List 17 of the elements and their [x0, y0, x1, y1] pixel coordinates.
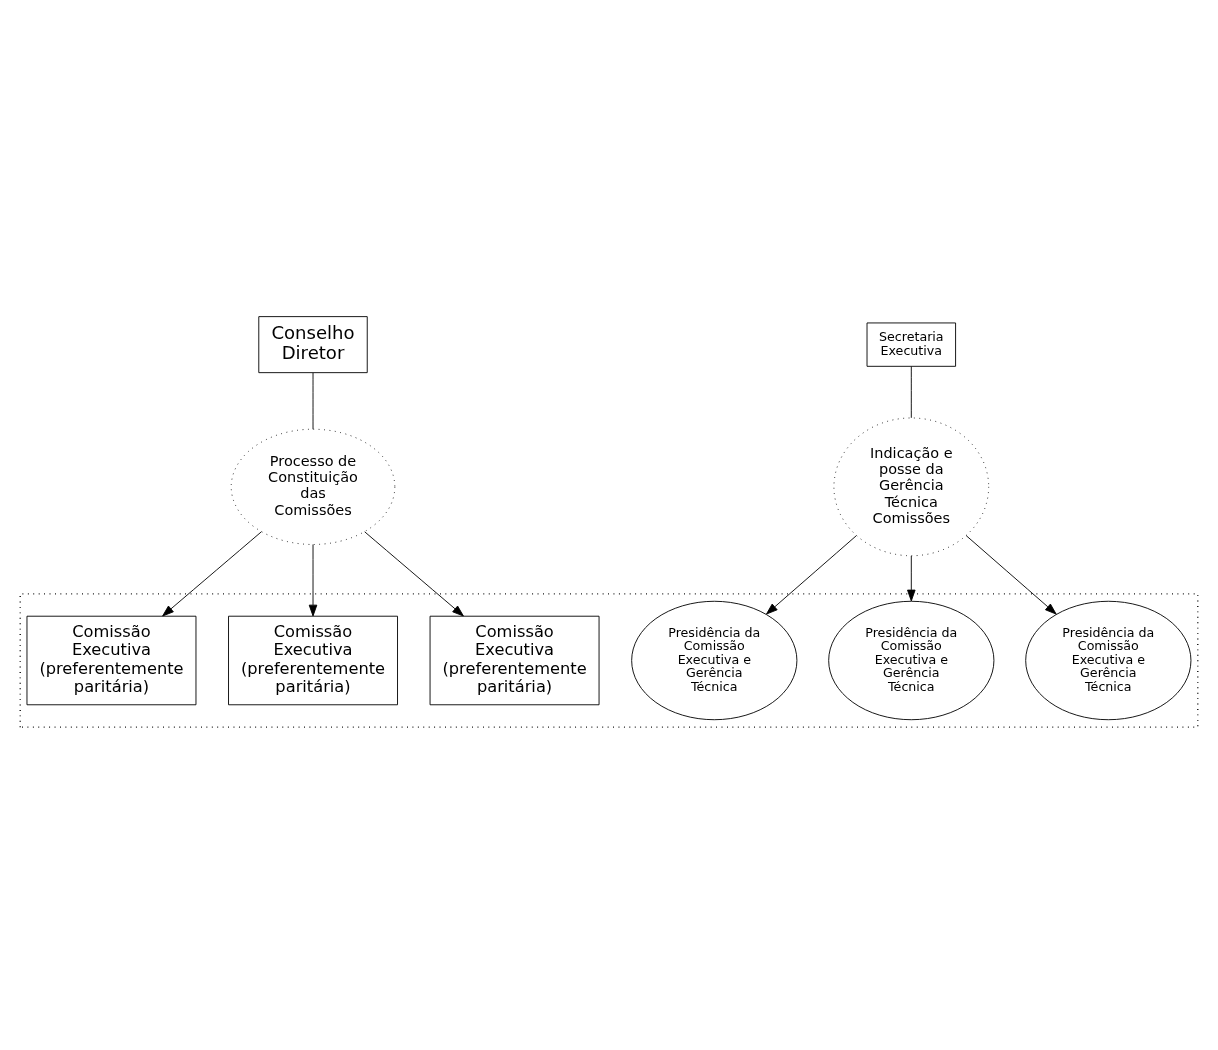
arrow — [766, 534, 857, 614]
node-ellipse: Presidência da Comissão Executiva e Gerência Técnica — [828, 600, 995, 720]
node-box: Secretaria Executiva — [866, 322, 957, 367]
arrow — [162, 530, 262, 616]
arrow — [965, 534, 1057, 614]
arrow — [907, 554, 916, 601]
cluster — [19, 592, 1199, 728]
arrow — [308, 543, 318, 616]
node-box: Comissão Executiva (preferentemente paritária) — [429, 615, 600, 705]
node-ellipse: Processo de Constituição das Comissões — [230, 428, 396, 545]
node-ellipse: Indicação e posse da Gerência Técnica Comissões — [833, 417, 990, 556]
node-box: Conselho Diretor — [258, 315, 368, 373]
arrow — [364, 530, 464, 616]
connector — [312, 372, 314, 430]
node-box: Comissão Executiva (preferentemente paritária) — [26, 615, 197, 705]
connector — [910, 365, 912, 418]
node-box: Comissão Executiva (preferentemente paritária) — [228, 615, 398, 705]
